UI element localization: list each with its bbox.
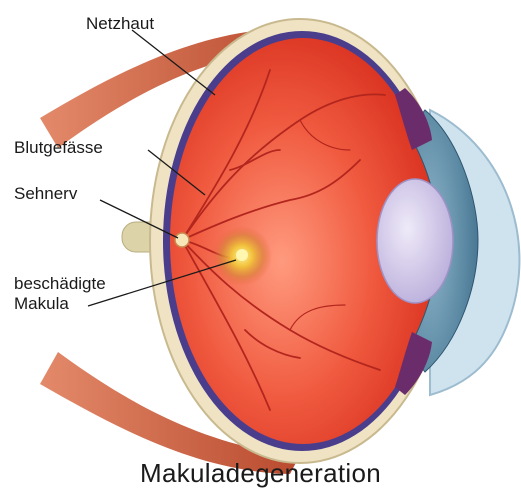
label-retina: Netzhaut bbox=[86, 14, 154, 33]
macula-core bbox=[236, 249, 248, 261]
label-damaged-macula-line1: beschädigte bbox=[14, 274, 106, 293]
diagram-caption: Makuladegeneration bbox=[0, 458, 521, 489]
optic-disc bbox=[175, 233, 189, 247]
label-optic-nerve: Sehnerv bbox=[14, 184, 77, 203]
lens bbox=[377, 179, 453, 303]
label-damaged-macula-line2: Makula bbox=[14, 294, 69, 313]
label-blood-vessels: Blutgefässe bbox=[14, 138, 103, 157]
